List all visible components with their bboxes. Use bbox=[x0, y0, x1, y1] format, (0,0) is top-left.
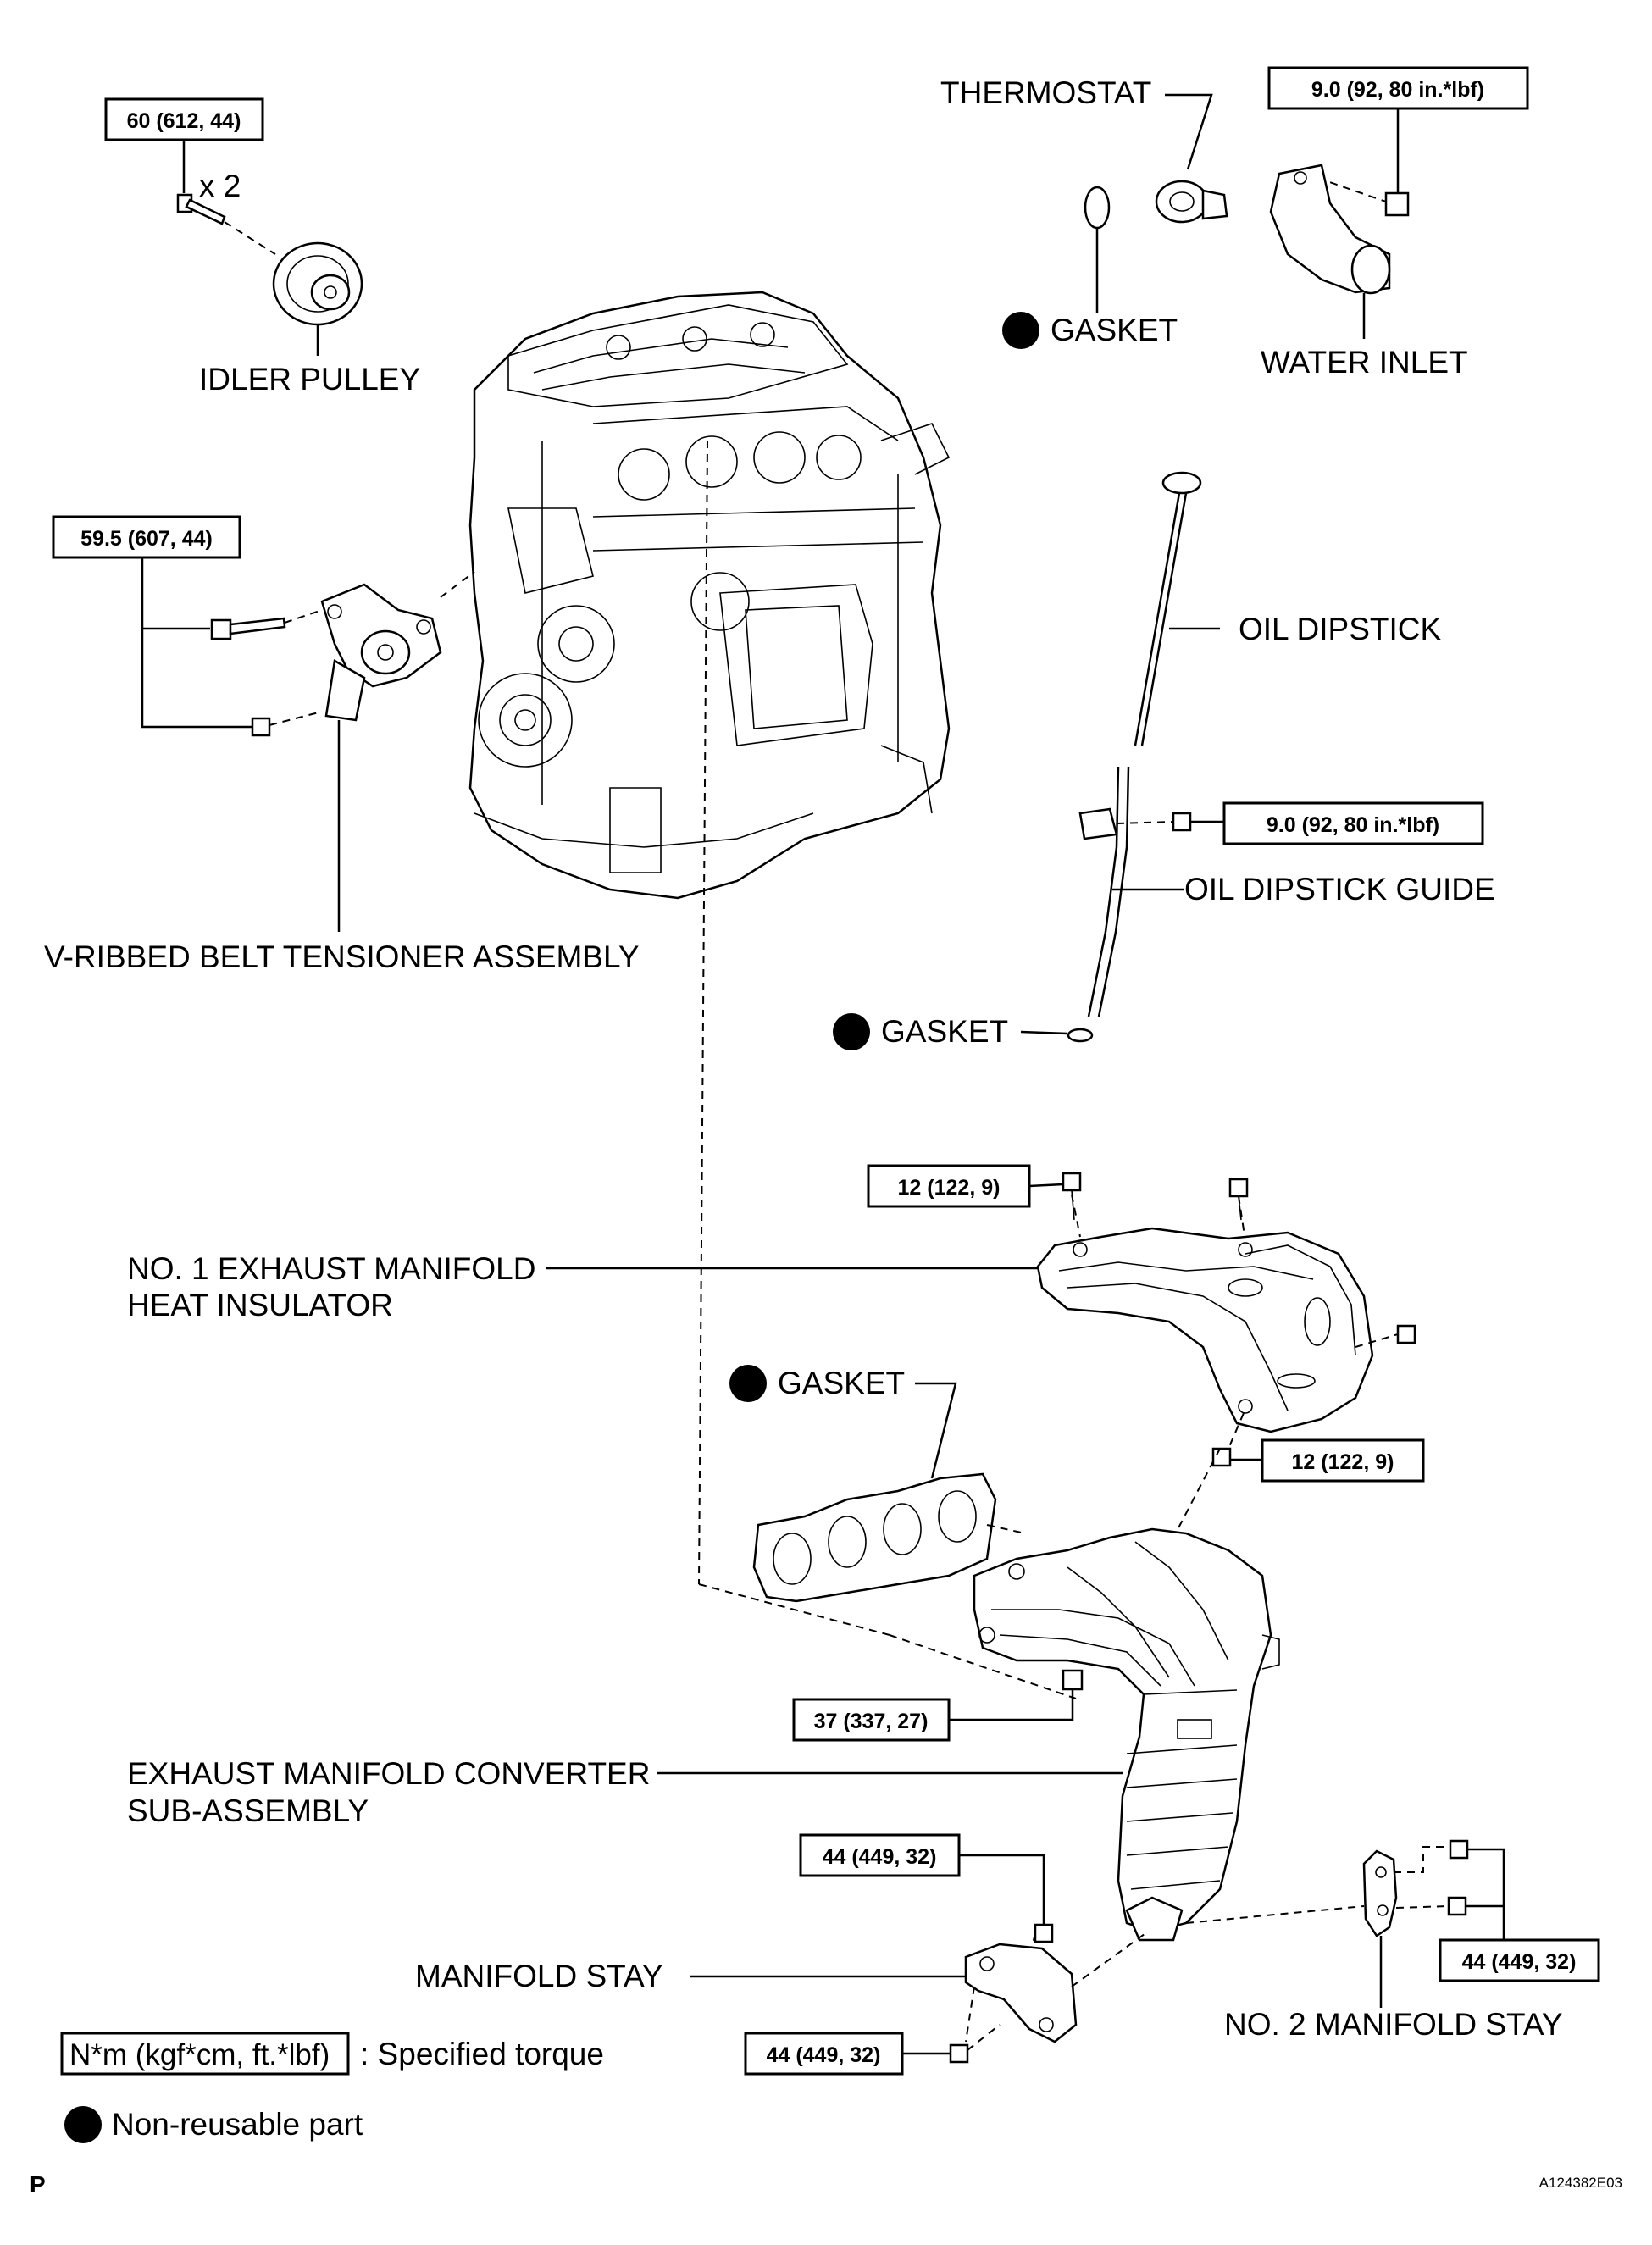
label-gasket-dipstick: GASKET bbox=[881, 1014, 1008, 1049]
manifold-gasket-group: GASKET bbox=[729, 1365, 1026, 1603]
tensioner-bolt bbox=[210, 617, 286, 640]
tensioner-group: 59.5 (607, 44) V-RIBBED BELT TENSIONER A… bbox=[44, 515, 640, 974]
label-vribbed-tensioner: V-RIBBED BELT TENSIONER ASSEMBLY bbox=[44, 940, 640, 974]
label-manifold-stay: MANIFOLD STAY bbox=[415, 1959, 663, 1993]
no2-manifold-stay-group: 44 (449, 32) NO. 2 MANIFOLD STAY bbox=[1185, 1839, 1600, 2042]
idler-pulley-part bbox=[272, 241, 363, 326]
torque-value-idler-pulley: 60 (612, 44) bbox=[127, 109, 241, 133]
torque-box-manifold-stay-upper bbox=[799, 1833, 961, 1877]
no2-stay-bolt-lower bbox=[1447, 1896, 1467, 1916]
insulator-bolt-side bbox=[1396, 1324, 1416, 1344]
manifold-stay-nut bbox=[949, 2043, 969, 2064]
label-thermostat: THERMOSTAT bbox=[940, 75, 1151, 110]
exhaust-manifold-converter-part bbox=[973, 1527, 1280, 1942]
corner-mark: P bbox=[30, 2171, 46, 2198]
insulator-bolt-lower bbox=[1211, 1447, 1232, 1467]
nonreusable-mark-gasket-dipstick bbox=[833, 1013, 870, 1050]
tensioner-assembly-part bbox=[320, 583, 442, 722]
oil-dipstick-part bbox=[1134, 471, 1202, 746]
label-exhaust-converter-line2: SUB-ASSEMBLY bbox=[127, 1793, 369, 1828]
tensioner-nut bbox=[251, 717, 271, 737]
no2-stay-bolt-upper bbox=[1449, 1839, 1469, 1860]
legend-torque-box bbox=[60, 2032, 350, 2076]
dipstick-guide-bolt bbox=[1172, 812, 1192, 832]
torque-value-no2-stay: 44 (449, 32) bbox=[1462, 1950, 1577, 1974]
label-water-inlet: WATER INLET bbox=[1261, 345, 1468, 380]
label-gasket-manifold: GASKET bbox=[778, 1366, 905, 1400]
torque-box-water-inlet bbox=[1267, 66, 1529, 110]
water-inlet-bolt bbox=[1384, 191, 1410, 217]
figure-id: A124382E03 bbox=[1539, 2175, 1622, 2191]
torque-value-insulator-upper: 12 (122, 9) bbox=[898, 1176, 1001, 1200]
torque-box-tensioner bbox=[52, 515, 241, 559]
heat-insulator-group: 12 (122, 9) NO. 1 EXHAUST MANIFOLD HEAT … bbox=[127, 1164, 1425, 1538]
torque-box-no2-stay bbox=[1439, 1938, 1600, 1982]
label-oil-dipstick-guide: OIL DIPSTICK GUIDE bbox=[1184, 872, 1495, 906]
thermostat-group: THERMOSTAT GASKET 9.0 (92, 80 in.*lbf) W… bbox=[940, 66, 1529, 380]
heat-insulator-part bbox=[1036, 1227, 1374, 1433]
insulator-bolt-upper-left bbox=[1062, 1172, 1082, 1192]
oil-dipstick-group: OIL DIPSTICK 9.0 (92, 80 in.*lbf) OIL DI… bbox=[833, 471, 1495, 1050]
label-exhaust-converter-line1: EXHAUST MANIFOLD CONVERTER bbox=[127, 1756, 650, 1791]
engine-block-illustration bbox=[468, 291, 951, 900]
quantity-label: x 2 bbox=[199, 169, 241, 203]
manifold-stay-group: 44 (449, 32) MANIFOLD STAY 44 (449, 32) bbox=[415, 1833, 1149, 2076]
idler-pulley-group: 60 (612, 44) x 2 IDLER PULLEY bbox=[104, 97, 420, 396]
manifold-gasket-part bbox=[752, 1472, 997, 1603]
torque-box-insulator-lower bbox=[1261, 1438, 1425, 1483]
torque-value-dipstick-guide: 9.0 (92, 80 in.*lbf) bbox=[1267, 813, 1439, 837]
legend-nonreusable-mark bbox=[64, 2106, 102, 2143]
oil-dipstick-guide-part bbox=[1078, 766, 1130, 1017]
label-heat-insulator-line2: HEAT INSULATOR bbox=[127, 1288, 393, 1322]
label-no2-manifold-stay: NO. 2 MANIFOLD STAY bbox=[1224, 2007, 1563, 2042]
manifold-stay-bolt bbox=[1034, 1923, 1054, 1943]
legend-torque-unit: N*m (kgf*cm, ft.*lbf) bbox=[69, 2038, 330, 2071]
torque-value-manifold-stay-upper: 44 (449, 32) bbox=[823, 1845, 937, 1869]
engine-mount-leader bbox=[698, 440, 708, 1585]
torque-box-converter bbox=[792, 1698, 951, 1742]
exhaust-converter-group: 37 (337, 27) EXHAUST MANIFOLD CONVERTER … bbox=[127, 1527, 1280, 1942]
no2-manifold-stay-part bbox=[1362, 1849, 1398, 1937]
manifold-stay-part bbox=[964, 1943, 1078, 2043]
label-idler-pulley: IDLER PULLEY bbox=[199, 362, 420, 396]
legend-nonreusable-text: Non-reusable part bbox=[112, 2107, 363, 2142]
torque-value-water-inlet: 9.0 (92, 80 in.*lbf) bbox=[1311, 78, 1484, 102]
label-oil-dipstick: OIL DIPSTICK bbox=[1239, 612, 1442, 646]
thermostat-gasket-ring bbox=[1084, 186, 1111, 230]
water-inlet-part bbox=[1269, 164, 1391, 295]
torque-value-insulator-lower: 12 (122, 9) bbox=[1292, 1450, 1394, 1474]
torque-value-converter: 37 (337, 27) bbox=[814, 1710, 929, 1733]
label-heat-insulator-line1: NO. 1 EXHAUST MANIFOLD bbox=[127, 1251, 535, 1286]
label-gasket-top: GASKET bbox=[1051, 313, 1178, 347]
torque-box-insulator-upper bbox=[867, 1164, 1031, 1208]
torque-box-dipstick-guide bbox=[1222, 801, 1484, 845]
insulator-bolt-upper-right bbox=[1228, 1178, 1249, 1198]
dipstick-gasket-oring bbox=[1067, 1028, 1094, 1043]
nonreusable-mark-gasket-manifold bbox=[729, 1365, 767, 1402]
converter-nut bbox=[1062, 1669, 1084, 1691]
idler-pulley-bolt bbox=[176, 193, 226, 225]
torque-value-tensioner: 59.5 (607, 44) bbox=[80, 527, 213, 551]
torque-value-manifold-stay-lower: 44 (449, 32) bbox=[767, 2043, 881, 2067]
thermostat-part bbox=[1155, 180, 1228, 224]
legend: N*m (kgf*cm, ft.*lbf) : Specified torque… bbox=[60, 2032, 604, 2143]
legend-torque-desc: : Specified torque bbox=[360, 2037, 604, 2071]
nonreusable-mark-gasket-top bbox=[1002, 312, 1039, 349]
